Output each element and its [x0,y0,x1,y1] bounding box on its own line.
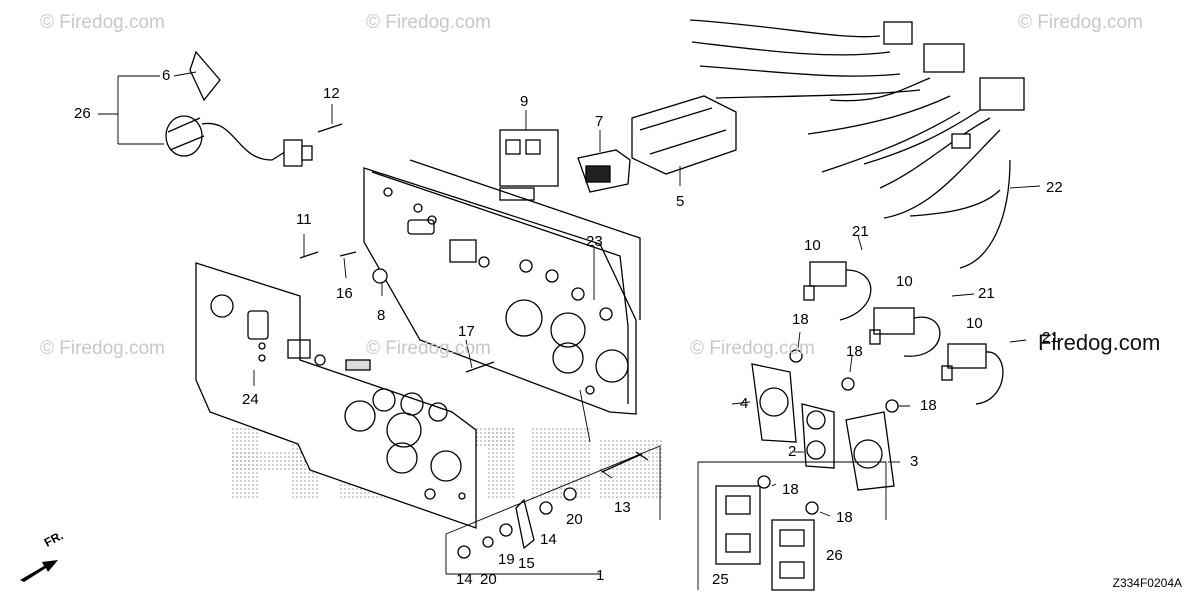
callout-12: 12 [323,85,340,102]
callout-13: 13 [614,499,631,516]
diagram-code: Z334F0204A [1112,576,1182,590]
watermark: © Firedog.com [40,338,165,359]
rocker-switch-7 [577,149,631,193]
watermark: © Firedog.com [366,12,491,33]
callout-4: 4 [740,395,749,412]
callout-2: 2 [788,443,797,460]
callout-3: 3 [910,453,919,470]
callout-5: 5 [676,193,685,210]
callout-17: 17 [458,323,475,340]
callout-20: 20 [480,571,497,588]
callout-18: 18 [920,397,937,414]
switch-cover-5 [631,95,737,175]
callout-23: 23 [586,233,603,250]
callout-18: 18 [846,343,863,360]
rear-panel-23 [363,159,641,415]
callout-10: 10 [966,315,983,332]
callout-26: 25 [712,571,729,588]
watermark: © Firedog.com [690,338,815,359]
callout-15: 15 [518,555,535,572]
switch-block-9 [499,129,559,201]
callout-19: 19 [498,551,515,568]
watermark: © Firedog.com [366,338,491,359]
callout-9: 9 [520,93,529,110]
callout-20: 20 [566,511,583,528]
leader-lines [98,71,1041,590]
receptacle-2 [801,403,835,469]
callout-1: 1 [596,567,605,584]
callout-25: 26 [74,105,91,122]
callout-21: 21 [978,285,995,302]
front-direction-arrow-icon [20,560,58,582]
callout-21: 21 [1042,329,1059,346]
callout-7: 7 [595,113,604,130]
callout-24: 24 [242,391,259,408]
callout-26: 26 [826,547,843,564]
indicator-lamp-25 [165,50,313,167]
circuit-breakers-10 [803,261,1004,405]
wiring-harness-22 [689,19,1025,269]
callout-14: 14 [456,571,473,588]
receptacle-4 [751,363,797,443]
callout-8: 8 [377,307,386,324]
gfci-receptacles-26 [715,485,815,591]
watermark: © Firedog.com [40,12,165,33]
callout-10: 10 [804,237,821,254]
watermark: © Firedog.com [1018,12,1143,33]
callout-21: 21 [852,223,869,240]
callout-18: 18 [836,509,853,526]
receptacle-3 [845,411,895,491]
callout-22: 22 [1046,179,1063,196]
watermark-inline: Firedog.com [1038,330,1161,355]
callout-18: 18 [792,311,809,328]
callout-14: 14 [540,531,557,548]
front-panel-24 [195,262,477,529]
callout-11: 11 [296,211,312,228]
callout-16: 16 [336,285,353,302]
callout-6: 6 [162,67,171,84]
callout-18: 18 [782,481,799,498]
callout-10: 10 [896,273,913,290]
hardware [299,123,899,559]
